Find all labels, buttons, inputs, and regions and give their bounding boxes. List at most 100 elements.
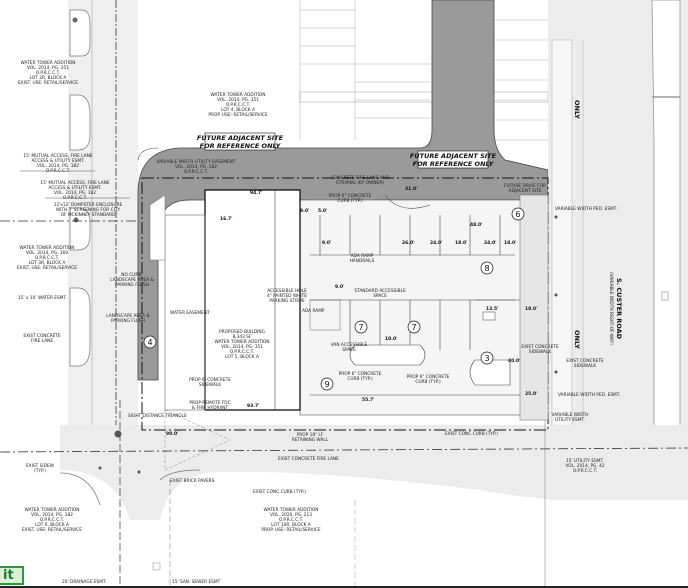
- label-line: PARKING FLUSH: [115, 282, 149, 288]
- label-line: WATER TOWER ADDITION: [215, 339, 270, 345]
- label-line: SPACE: [373, 293, 387, 299]
- stall-count-markers: [143, 207, 525, 391]
- label-line: LANDSCAPE AREA &: [110, 277, 154, 283]
- label-line: SPACE: [342, 347, 356, 353]
- label-line: SIDEWALK: [199, 382, 221, 388]
- label-line: LOT 6, BLOCK A: [35, 522, 69, 528]
- dimension-label: 93.7': [247, 403, 259, 409]
- stall-count: 8: [484, 264, 489, 273]
- label-line: STRIPING (BY OWNER): [336, 180, 384, 186]
- dimensions: 94.7' 93.7' 90.0' 55.7' 24.0' 18.0' 24.0…: [166, 186, 537, 437]
- dimension-label: 18.0': [525, 306, 537, 312]
- label-line: O.P.R.C.C.T.: [573, 468, 597, 474]
- sewer-easement: 15' SAN. SEWER ESMT: [172, 579, 221, 585]
- label-line: 4" PAINTED WHITE: [267, 293, 307, 299]
- label-line: RETAINING WALL: [292, 437, 329, 443]
- label-line: PROP 18" LF: [297, 432, 324, 438]
- label-line: 12'x12' DUMPSTER ENCLOSURE: [54, 202, 123, 208]
- dimension-label: 55.7': [362, 397, 374, 403]
- label-line: PROP REMOTE FDC: [189, 400, 230, 406]
- label-line: ACCESS & UTILITY ESMT.: [31, 158, 84, 164]
- label-line: ADA RAMP: [351, 253, 374, 259]
- parking-stalls: [310, 215, 520, 396]
- sight-triangle: [164, 409, 231, 471]
- future-site-box: [204, 132, 276, 151]
- only-marking: ONLY: [573, 100, 581, 119]
- ped-easement: VARIABLE WIDTH PED. ESMT.: [555, 206, 617, 212]
- landscape-island: [349, 344, 426, 366]
- label-line: CURB (TYP.): [415, 379, 441, 385]
- label-line: EXIST. USE: RETAIL/SERVICE: [18, 80, 78, 86]
- fire-hydrant-icon: [114, 430, 122, 438]
- brick-pavers-note: EXIST BRICK PAVERS: [170, 478, 215, 484]
- dimension-label: 90.0': [166, 431, 178, 437]
- stall-count: 7: [411, 323, 416, 332]
- label-line: HANDRAILS: [350, 258, 375, 264]
- landscape-note: NO CURB,LANDSCAPE AREA &PARKING FLUSH: [110, 272, 154, 288]
- ped-easement: VARIABLE WIDTH PED. ESMT.: [558, 392, 620, 398]
- label-line: O.P.R.C.C.T.: [226, 102, 250, 108]
- dimension-label: 9.0': [322, 240, 331, 246]
- dimension-label: 25.0': [525, 391, 537, 397]
- label-line: PROP. USE: RETAIL/SERVICE: [261, 527, 320, 533]
- label-line: WATER TOWER ADDITION: [211, 92, 266, 98]
- ada-ramp-note: ADA RAMP: [302, 308, 325, 314]
- label-line: VOL. 2014, PG. 351: [27, 65, 69, 71]
- light-pole-icon: [73, 217, 79, 223]
- label-line: PROP 6" CONCRETE: [407, 374, 450, 380]
- dimension-label: 48.0': [470, 222, 482, 228]
- label-line: STANDARD ACCESSIBLE: [354, 288, 406, 294]
- label-line: O.P.R.C.C.T.: [63, 195, 87, 201]
- inlet-icon: [152, 562, 161, 571]
- dimension-label: 5.0': [318, 208, 327, 214]
- label-line: LOT 5, BLOCK A: [225, 354, 259, 360]
- right-turn-lane: [551, 39, 573, 441]
- dimension-label: 24.0': [430, 240, 442, 246]
- water-easement-note: WATER EASEMENT: [170, 310, 210, 316]
- curb-note: EXIST CONC CURB (TYP.): [253, 489, 306, 495]
- building-sidewalk: [164, 214, 206, 411]
- stall-count: 6: [515, 210, 520, 219]
- label-line: SIDEWALK: [529, 349, 551, 355]
- label-line: PARKING FLUSH: [111, 318, 145, 324]
- label-line: VOL. 2014, PG. 182: [31, 512, 73, 518]
- label-line: UTILITY ESMT.: [555, 417, 585, 423]
- landscape-island: [469, 359, 511, 386]
- label-line: PARKING STRIPE: [269, 298, 304, 304]
- label-line: VOL. 2014, PG. 42: [565, 463, 604, 469]
- label-line: PROP 6" CONCRETE: [339, 371, 382, 377]
- label-line: LANDSCAPE AREA &: [106, 313, 150, 319]
- dimension-label: 9.0': [335, 284, 344, 290]
- label-line: ACCESSIBLE HOLE: [267, 288, 307, 294]
- future-site-label: FOR REFERENCE ONLY: [413, 160, 495, 168]
- label-line: CONCRETE FIRE LANE AND: [331, 175, 390, 181]
- dimension-label: 18.0': [455, 240, 467, 246]
- future-site-label: FOR REFERENCE ONLY: [200, 142, 282, 150]
- label-line: WATER TOWER ADDITION: [25, 507, 80, 513]
- water-easement: 15' x 10' WATER ESMT.: [18, 295, 67, 301]
- label-line: EXIST CONCRETE: [566, 358, 604, 364]
- label-line: 15' MUTUAL ACCESS, FIRE LANE: [40, 180, 110, 186]
- future-site-parking: [299, 0, 548, 141]
- label-line: ADJACENT SITE: [509, 188, 542, 194]
- label-line: VARIABLE WIDTH: [552, 412, 589, 418]
- stall-count: 3: [484, 354, 489, 363]
- edit-button[interactable]: it: [0, 566, 24, 585]
- dimension-label: 10.0': [385, 336, 397, 342]
- label-line: O.P.R.C.C.T.: [184, 169, 208, 175]
- label-line: O.P.R.C.C.T.: [35, 255, 59, 261]
